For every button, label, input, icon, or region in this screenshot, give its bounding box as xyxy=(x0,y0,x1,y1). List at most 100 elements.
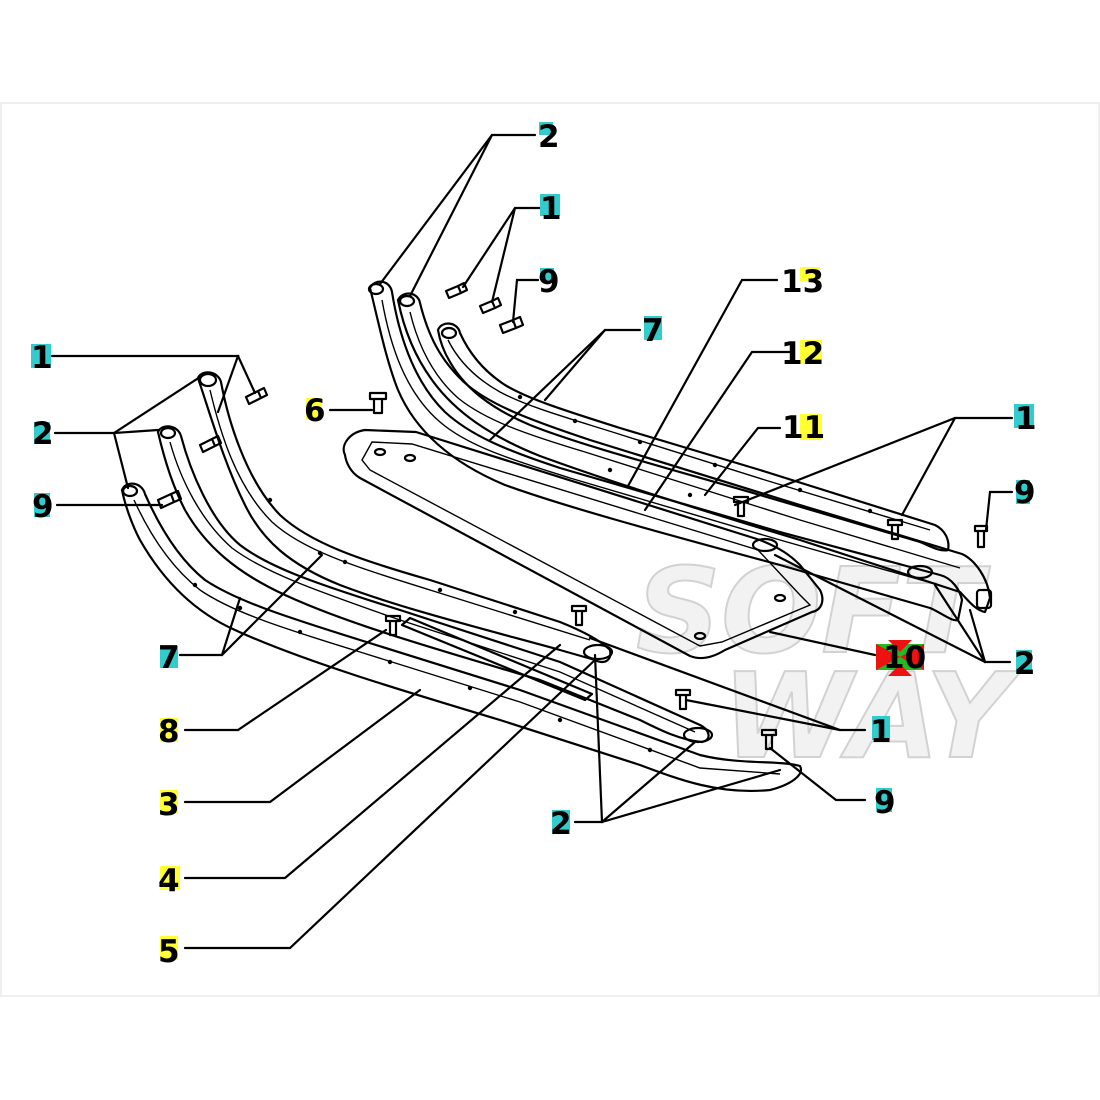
floor-mat-hole xyxy=(693,631,707,641)
leader-9-bottom xyxy=(768,746,867,802)
screw-icon xyxy=(570,604,588,627)
leader-11 xyxy=(703,426,782,497)
leader-2-bottom-b xyxy=(600,740,697,824)
callout-label: 2 xyxy=(32,416,54,452)
upper-outer-rail-edge xyxy=(381,299,936,585)
callout-10: 10 xyxy=(876,640,926,676)
screw-icon xyxy=(674,688,692,711)
callout-1-right: 1 xyxy=(1014,401,1037,437)
upper-middle-rail-edge xyxy=(409,311,961,569)
callout-2-bottom: 2 xyxy=(550,806,572,842)
part-6-screw-icon xyxy=(368,391,388,415)
leader-9-right xyxy=(984,490,1014,532)
callout-7-top: 7 xyxy=(642,313,664,349)
callout-label: 11 xyxy=(782,410,825,446)
callout-label: 6 xyxy=(304,393,326,429)
callout-4: 4 xyxy=(158,863,180,899)
floor-mat-hole xyxy=(773,593,787,603)
callout-label: 9 xyxy=(874,785,896,821)
leader-1-right-b xyxy=(900,416,957,517)
callout-8: 8 xyxy=(158,714,180,750)
upper-rail-end-cap-right xyxy=(906,564,934,580)
callout-1-top: 1 xyxy=(540,191,562,227)
upper-middle-rail-end-cap xyxy=(398,294,416,308)
screw-icon xyxy=(732,495,750,518)
leader-2-left-b xyxy=(112,428,160,435)
callout-13: 13 xyxy=(781,264,824,300)
callout-12: 12 xyxy=(781,336,824,372)
leader-2-top-b xyxy=(408,133,494,298)
callout-9-top: 9 xyxy=(538,264,560,300)
screw-icon xyxy=(478,296,503,315)
callout-5: 5 xyxy=(158,934,180,970)
callout-label: 9 xyxy=(1014,475,1036,511)
upper-outer-rail xyxy=(368,280,964,622)
diagram-frame xyxy=(0,102,1100,997)
callout-label: 7 xyxy=(158,640,180,676)
callout-label: 5 xyxy=(158,934,180,970)
callout-label: 2 xyxy=(550,806,572,842)
callout-label: 3 xyxy=(158,787,180,823)
leader-1-left-b xyxy=(236,354,257,395)
lower-outer-rail xyxy=(120,482,803,793)
upper-screws xyxy=(444,281,989,549)
callout-2-top: 2 xyxy=(538,119,560,155)
leader-7-top-b xyxy=(488,328,607,442)
callout-label: 2 xyxy=(1014,646,1036,682)
lower-rail-holes xyxy=(192,497,653,753)
callout-label: 1 xyxy=(1015,401,1037,437)
callout-1-left: 1 xyxy=(31,340,53,376)
callout-11: 11 xyxy=(782,410,825,446)
callout-label: 8 xyxy=(158,714,180,750)
leader-2-right-c xyxy=(933,583,987,664)
leader-1-bottom-b xyxy=(684,698,842,732)
screw-icon xyxy=(886,518,904,541)
lower-outer-rail-end-cap xyxy=(121,484,139,498)
upper-inner-rail-end-cap xyxy=(440,326,458,340)
left-rail-assembly xyxy=(120,371,803,793)
leader-2-bottom-c xyxy=(600,768,782,824)
screw-icon xyxy=(973,524,989,549)
right-rail-assembly xyxy=(367,280,993,622)
upper-rail-end-cap-tip xyxy=(975,588,993,610)
upper-middle-rail xyxy=(396,292,992,614)
callout-label: 9 xyxy=(32,489,54,525)
callout-9-left: 9 xyxy=(32,489,54,525)
leader-1-top-b xyxy=(490,206,517,304)
leader-12 xyxy=(643,350,792,512)
floor-mat-hole xyxy=(373,447,387,457)
lower-outer-rail-edge xyxy=(133,499,781,775)
floor-mat-assembly xyxy=(342,391,824,660)
callout-3: 3 xyxy=(158,787,180,823)
lower-inner-rail-edge xyxy=(209,389,591,641)
callout-1-bottom: 1 xyxy=(870,714,892,750)
lower-screws xyxy=(156,386,778,751)
callout-label: 2 xyxy=(538,119,560,155)
callout-label: 9 xyxy=(538,264,560,300)
leader-13 xyxy=(626,278,779,488)
callout-9-right: 9 xyxy=(1014,475,1036,511)
upper-inner-rail-edge xyxy=(447,339,931,531)
lower-middle-rail-edge xyxy=(169,441,696,733)
leader-lines xyxy=(50,133,1014,950)
floor-mat-outer xyxy=(342,428,824,660)
callout-2-left: 2 xyxy=(32,416,54,452)
leader-8 xyxy=(183,628,388,732)
floor-mat-hole xyxy=(403,453,417,463)
upper-outer-rail-end-cap xyxy=(367,282,385,296)
screw-icon xyxy=(444,281,469,300)
callout-label: 12 xyxy=(781,336,824,372)
upper-inner-rail xyxy=(436,322,950,552)
callout-label: 4 xyxy=(158,863,180,899)
callout-7-left: 7 xyxy=(158,640,180,676)
upper-rail-end-cap-mid xyxy=(751,537,779,553)
callout-2-right: 2 xyxy=(1014,646,1036,682)
callout-9-bottom: 9 xyxy=(874,785,896,821)
callout-label: 1 xyxy=(540,191,562,227)
marker-arrows-icon xyxy=(888,640,912,676)
screw-icon xyxy=(760,728,778,751)
upper-rail-holes xyxy=(517,394,873,514)
leader-2-left-c xyxy=(112,431,130,490)
screw-icon xyxy=(498,315,525,335)
